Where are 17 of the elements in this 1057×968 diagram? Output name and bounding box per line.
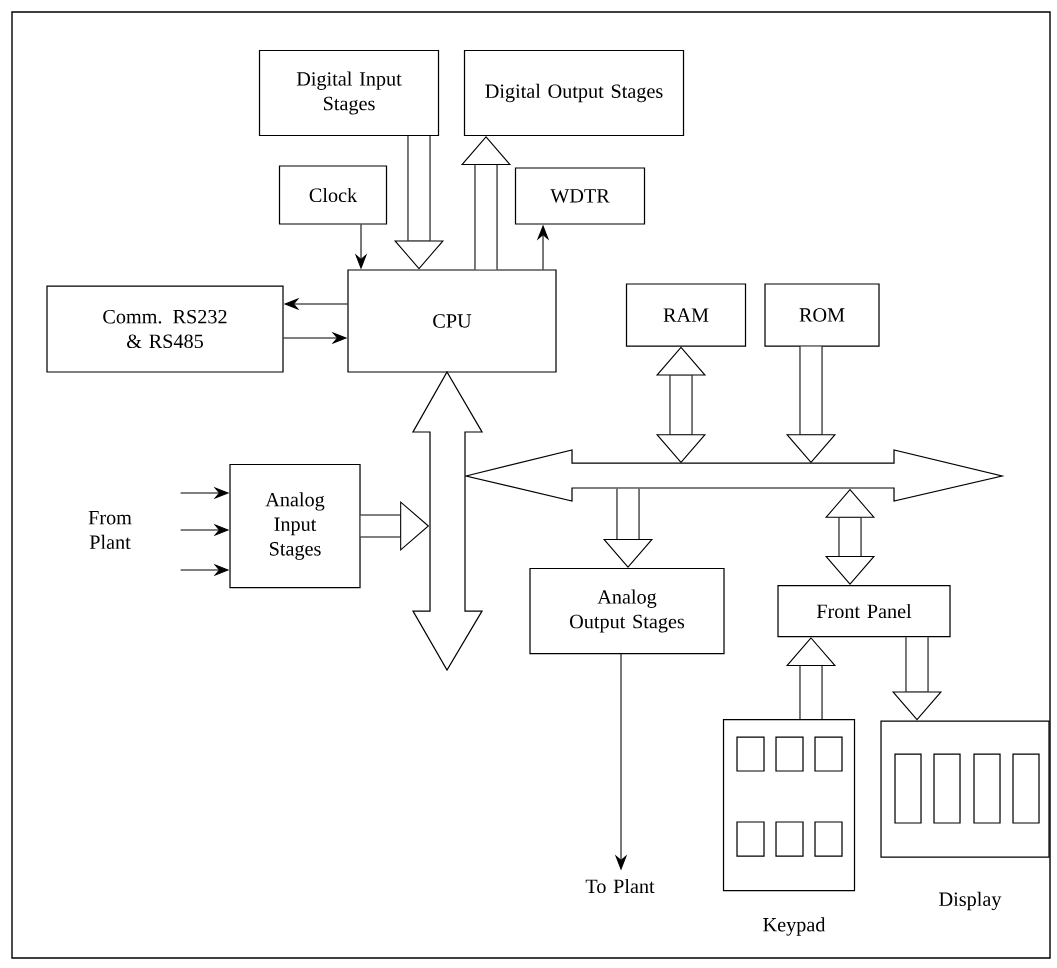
text-label: To Plant xyxy=(585,878,655,894)
block-box: RAM xyxy=(625,283,747,347)
block-box: Clock xyxy=(278,165,388,225)
block-box: Digital Output Stages xyxy=(463,49,685,137)
block-box: Analog Input Stages xyxy=(229,463,361,589)
block-box: Comm. RS232 & RS485 xyxy=(46,285,284,373)
block-box: Analog Output Stages xyxy=(529,567,725,655)
keypad-drawing: Keypad xyxy=(722,718,856,936)
block-box: ROM xyxy=(764,283,880,347)
display-drawing: Display xyxy=(880,720,1050,911)
node-label: Display xyxy=(939,891,1002,911)
block-box: WDTR xyxy=(514,167,646,225)
block-box: Digital Input Stages xyxy=(258,49,440,137)
node-label: Keypad xyxy=(763,917,826,936)
text-label: From Plant xyxy=(88,511,132,549)
block-box: Front Panel xyxy=(777,584,951,638)
block-box: CPU xyxy=(347,269,557,373)
